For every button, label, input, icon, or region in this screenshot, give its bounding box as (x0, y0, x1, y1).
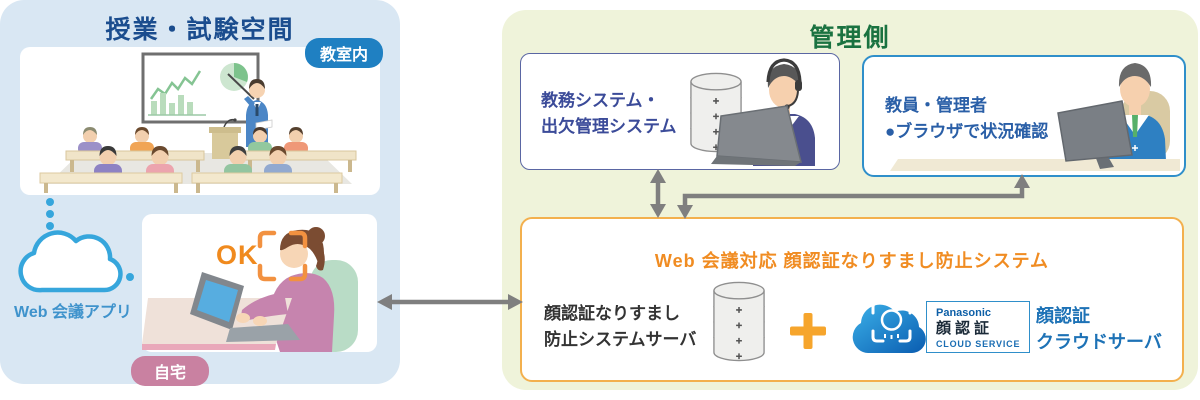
line-chart-icon (149, 70, 202, 100)
cloud-server-label: 顔認証 クラウドサーバ (1036, 303, 1162, 355)
system-title: Web 会議対応 顔認証なりすまし防止システム (654, 251, 1050, 271)
face-shoulders (884, 334, 899, 339)
web-meeting-cloud (12, 196, 142, 298)
hand (236, 313, 250, 323)
whiteboard-icon (141, 52, 260, 124)
home-illustration-box: OK (142, 214, 377, 352)
classroom-badge: 教室内 (305, 38, 383, 68)
logo-product: 顔認証 (936, 320, 994, 337)
home-badge: 自宅 (131, 356, 209, 386)
academic-box-illustration (690, 58, 815, 166)
home-illustration (142, 227, 358, 352)
laptop-icon (711, 105, 802, 166)
panasonic-logo-badge: Panasonic 顔認証 CLOUD SERVICE (926, 301, 1030, 353)
cloud-icon (18, 198, 134, 293)
admin-browser-box: 教員・管理者 ●ブラウザで状況確認 (862, 55, 1186, 177)
anti-spoofing-system-box: Web 会議対応 顔認証なりすまし防止システム 顔認証なりすまし 防止システムサ… (520, 217, 1184, 382)
arm (240, 292, 288, 322)
server-label-line2: 防止システムサーバ (544, 329, 697, 349)
logo-service: CLOUD SERVICE (936, 339, 1021, 349)
brand-cloud-icon (852, 301, 926, 353)
classroom-panel: 授業・試験空間 (0, 0, 400, 386)
plus-icon (790, 313, 826, 349)
academic-system-line1: 教務システム・ (541, 91, 660, 110)
database-icon (713, 281, 765, 362)
web-app-label: Web 会議アプリ (14, 304, 132, 321)
laptop-icon (190, 272, 300, 342)
face-outline (880, 309, 903, 331)
server-label: 顔認証なりすまし 防止システムサーバ (544, 301, 696, 352)
cloud-server-line2: クラウドサーバ (1036, 332, 1162, 353)
students-front-row (94, 146, 292, 180)
server-label-line1: 顔認証なりすまし (544, 304, 680, 323)
right-panel-title: 管理側 (809, 24, 891, 52)
academic-system-line2: 出欠管理システム (541, 117, 677, 137)
admin-label: 教員・管理者 (885, 96, 987, 115)
cloud-server-line1: 顔認証 (1036, 306, 1090, 326)
admin-browser-note: ●ブラウザで状況確認 (885, 122, 1049, 141)
face-frame-icon (257, 230, 308, 282)
left-panel-title: 授業・試験空間 (105, 16, 295, 44)
academic-system-box: 教務システム・ 出欠管理システム (520, 53, 840, 170)
desk-back-row (65, 150, 357, 172)
classroom-illustration-box (20, 47, 380, 195)
monitor-icon (1057, 100, 1133, 169)
hand (253, 316, 267, 326)
admin-panel: 管理側 教務システム・ 出欠管理システム (502, 10, 1198, 390)
bar-chart-icon (151, 93, 193, 115)
face-auth-ok-label: OK (216, 240, 259, 270)
classroom-illustration (39, 52, 357, 193)
desk (890, 159, 1180, 171)
face-frame-icon (871, 301, 912, 343)
desk-edge (142, 344, 276, 350)
desk-front-row (39, 172, 343, 193)
logo-brand: Panasonic (936, 307, 992, 319)
academic-system-label: 教務システム・ 出欠管理システム (541, 88, 677, 141)
admin-box-illustration (890, 63, 1180, 171)
pie-chart-icon (220, 63, 248, 91)
